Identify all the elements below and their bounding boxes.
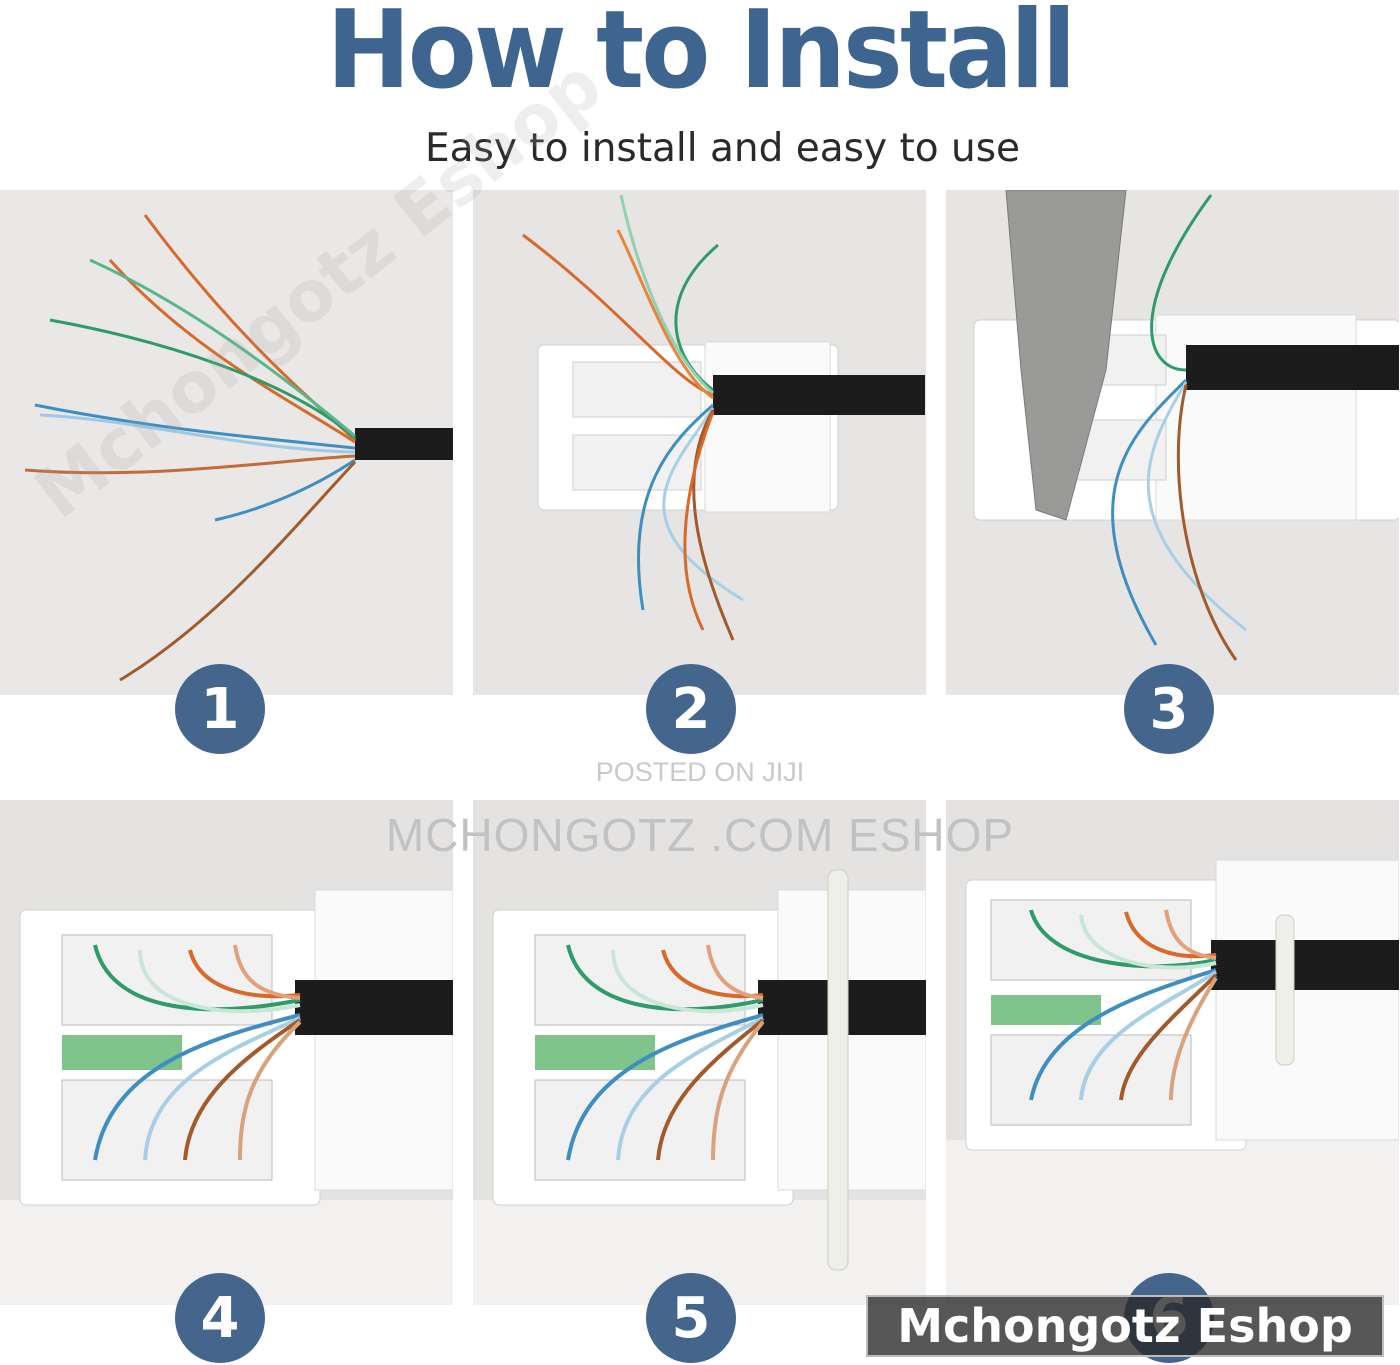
step-3-photo [946, 190, 1399, 695]
step-5-photo [473, 800, 926, 1305]
step-2-photo [473, 190, 926, 695]
shop-badge: Mchongotz Eshop [866, 1295, 1384, 1357]
step-5-number: 5 [646, 1273, 736, 1363]
step-2-number: 2 [646, 664, 736, 754]
site-watermark: MCHONGOTZ .COM ESHOP [385, 809, 1015, 861]
step-4-number: 4 [175, 1273, 265, 1363]
page-subtitle: Easy to install and easy to use [424, 126, 1021, 171]
step-1-photo [0, 190, 453, 695]
step-4-photo [0, 800, 453, 1305]
page-title: How to Install [326, 0, 1076, 113]
step-3-number: 3 [1124, 664, 1214, 754]
posted-watermark: POSTED ON JIJI [595, 757, 805, 787]
step-6-photo [946, 800, 1399, 1305]
step-1-number: 1 [175, 664, 265, 754]
